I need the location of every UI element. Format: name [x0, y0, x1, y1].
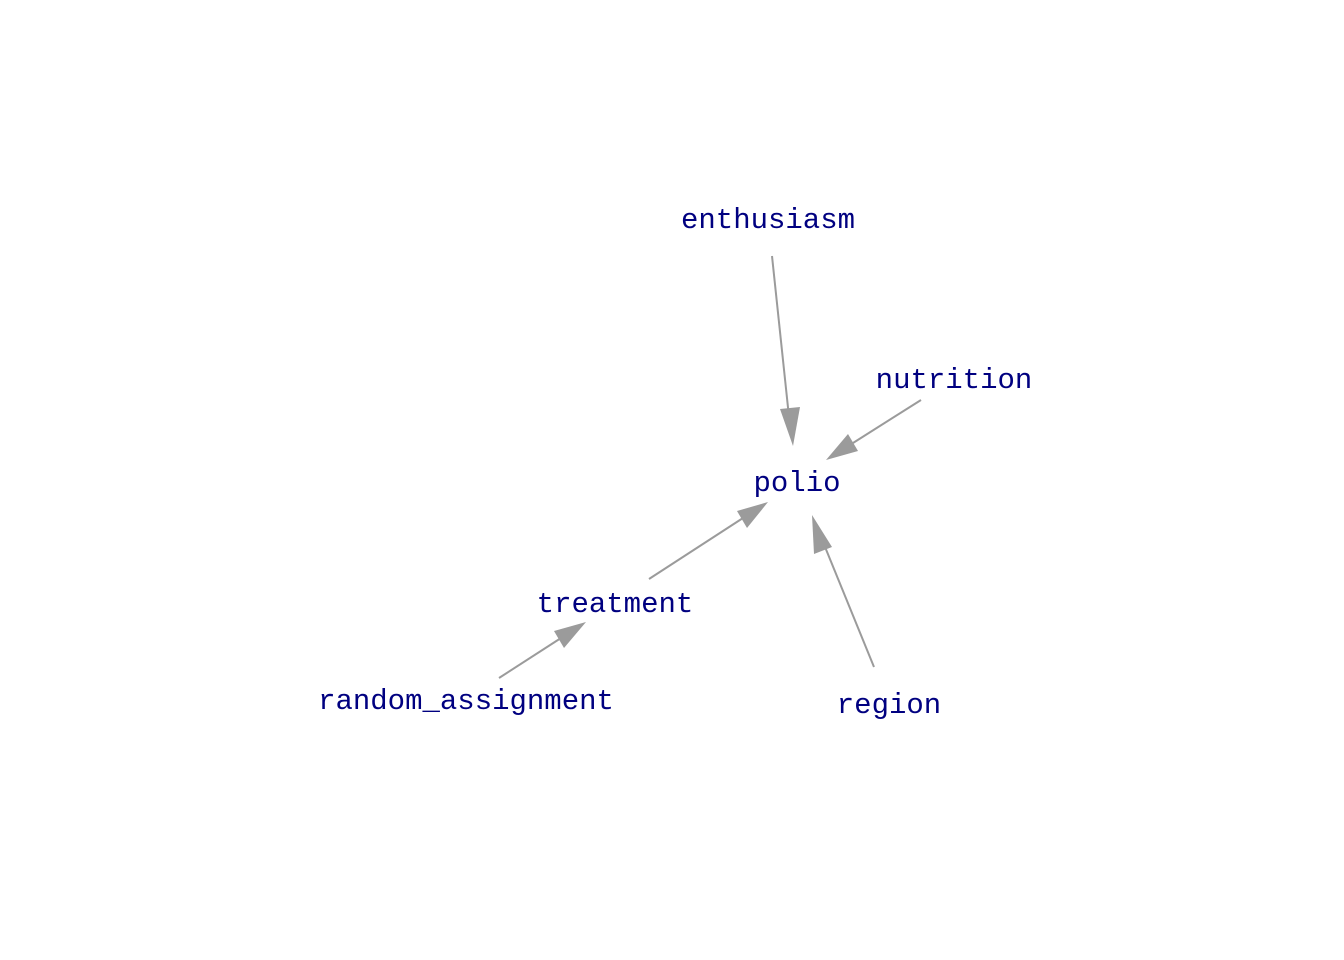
nodes-layer: enthusiasm nutrition polio treatment ran…: [318, 204, 1032, 722]
edge-line: [852, 399, 922, 444]
node-enthusiasm: enthusiasm: [681, 204, 855, 237]
node-treatment: treatment: [537, 588, 694, 621]
node-nutrition: nutrition: [876, 364, 1033, 397]
arrowhead-icon: [826, 434, 858, 460]
edge-line: [648, 517, 744, 580]
edge-random-assignment-to-treatment: [498, 622, 586, 679]
arrowhead-icon: [554, 622, 586, 648]
edge-line: [498, 637, 562, 679]
edge-region-to-polio: [812, 515, 875, 668]
edges-layer: [498, 255, 922, 679]
arrowhead-icon: [737, 502, 768, 528]
edge-line: [822, 541, 875, 668]
arrowhead-icon: [812, 515, 832, 554]
node-random-assignment: random_assignment: [318, 685, 614, 718]
edge-treatment-to-polio: [648, 502, 768, 580]
edge-nutrition-to-polio: [826, 399, 922, 460]
edge-enthusiasm-to-polio: [771, 255, 800, 446]
node-region: region: [837, 689, 941, 722]
edge-line: [771, 255, 790, 418]
node-polio: polio: [753, 467, 840, 500]
arrowhead-icon: [780, 407, 800, 446]
